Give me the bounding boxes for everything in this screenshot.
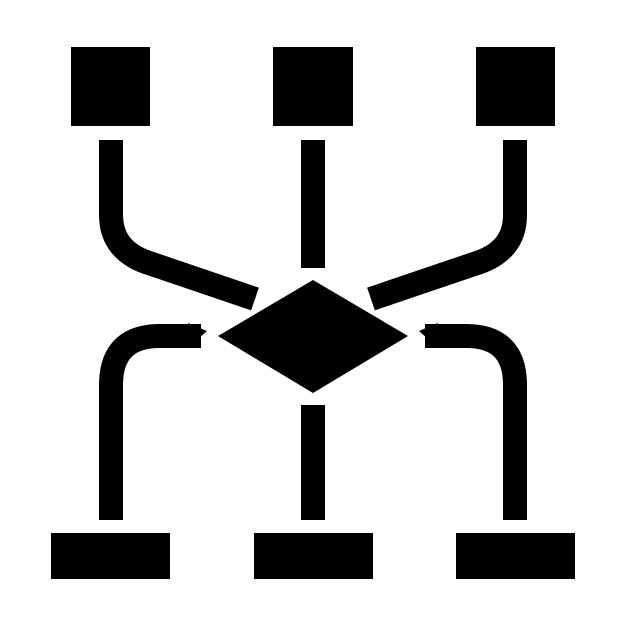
connector-top-left: [99, 140, 259, 311]
connector-top-right: [367, 140, 527, 311]
top-center-node: [273, 47, 353, 126]
top-right-node: [476, 47, 555, 126]
arrow-tip-right: [419, 323, 438, 348]
decision-diamond: [218, 280, 408, 393]
bottom-center-node: [254, 533, 373, 579]
top-left-node: [71, 47, 150, 126]
bottom-left-node: [51, 533, 170, 579]
bottom-right-node: [456, 533, 575, 579]
connector-bottom-left: [99, 324, 201, 520]
arrow-tip-left: [188, 323, 207, 348]
connector-bottom-right: [425, 324, 527, 520]
